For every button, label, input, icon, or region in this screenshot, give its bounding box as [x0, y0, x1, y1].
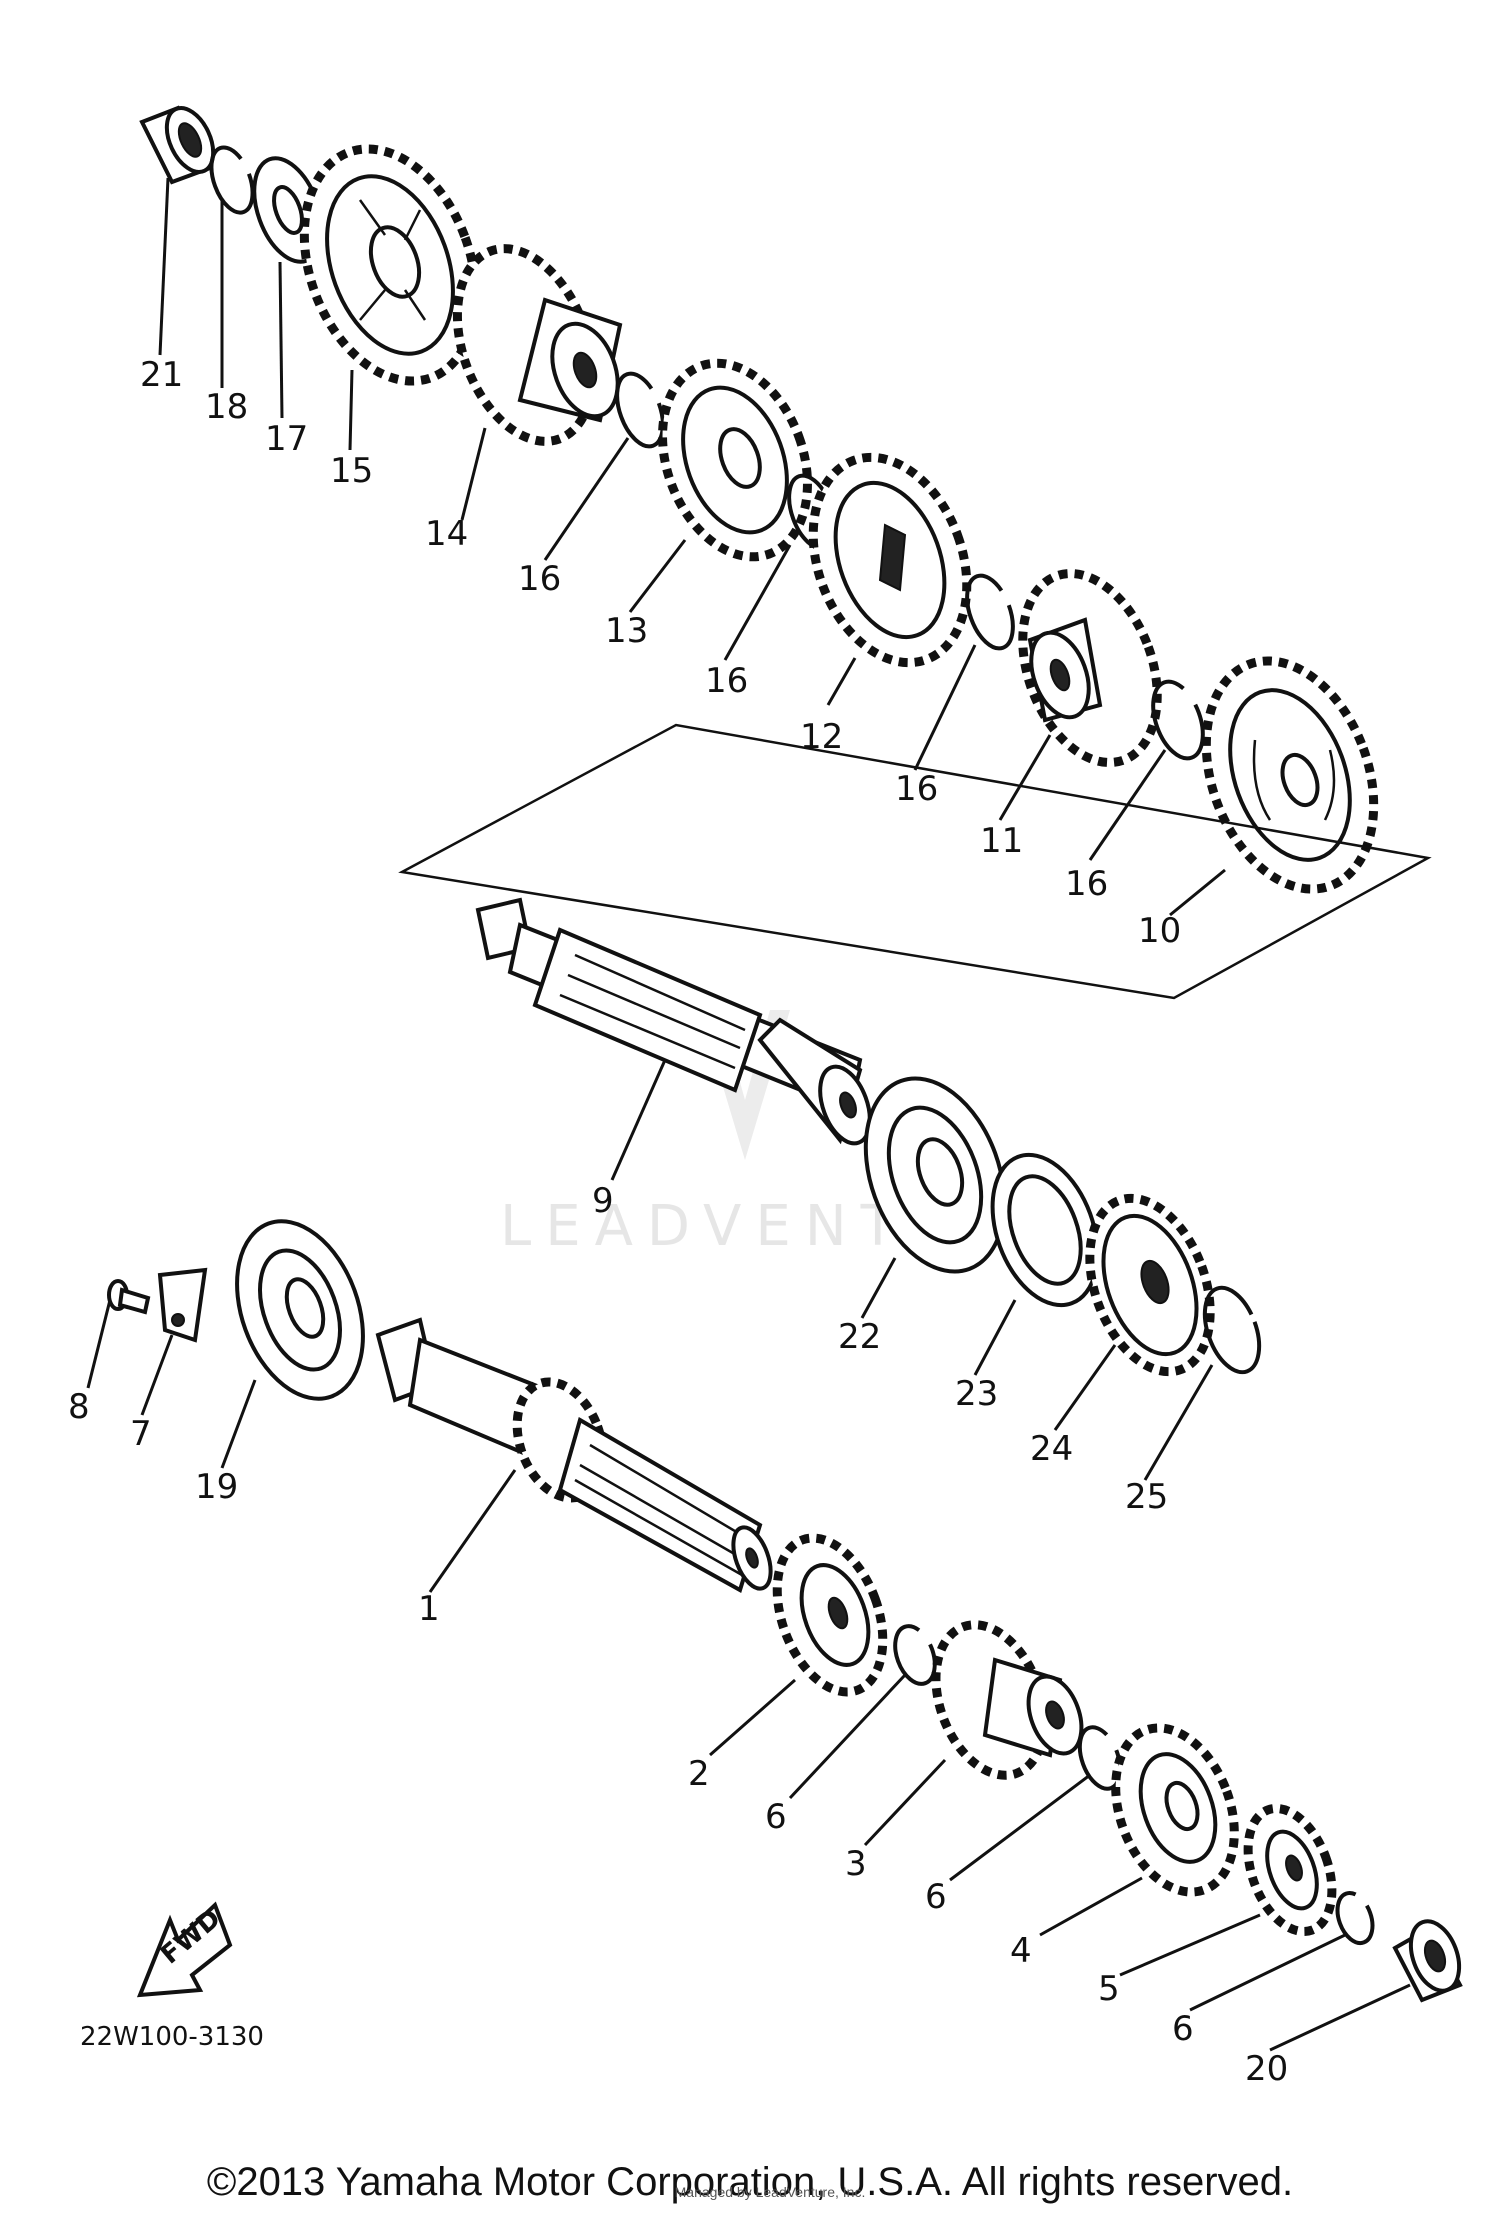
label-13: 13	[605, 611, 648, 651]
assembly-bracket	[398, 723, 1432, 1000]
part-13-gear[interactable]	[637, 343, 833, 577]
label-15: 15	[330, 451, 373, 491]
part-6-circlip-b[interactable]	[1072, 1722, 1128, 1794]
label-4: 4	[1010, 1931, 1032, 1971]
label-25: 25	[1125, 1477, 1168, 1517]
credit-text: Managed by LeadVenture, Inc.	[674, 2184, 866, 2200]
part-11-gear[interactable]	[998, 555, 1182, 782]
label-8: 8	[68, 1387, 90, 1427]
part-2-gear[interactable]	[758, 1523, 903, 1706]
leader-lines	[86, 177, 1411, 2052]
label-21: 21	[140, 355, 183, 395]
part-16-circlip-c[interactable]	[958, 569, 1022, 654]
part-18-circlip[interactable]	[203, 142, 260, 218]
label-16a: 16	[518, 559, 561, 599]
label-20: 20	[1245, 2049, 1288, 2089]
part-19-bearing[interactable]	[214, 1204, 386, 1417]
part-3-gear[interactable]	[916, 1610, 1091, 1791]
part-4-gear[interactable]	[1094, 1711, 1256, 1908]
part-8-bolt[interactable]	[107, 1279, 151, 1315]
part-12-gear[interactable]	[786, 436, 994, 684]
part-16-circlip-d[interactable]	[1144, 675, 1213, 765]
label-6a: 6	[765, 1797, 787, 1837]
part-6-circlip-a[interactable]	[888, 1621, 942, 1690]
label-2: 2	[688, 1754, 710, 1794]
label-12: 12	[800, 717, 843, 757]
label-6c: 6	[1172, 2009, 1194, 2049]
label-22: 22	[838, 1317, 881, 1357]
label-16d: 16	[1065, 864, 1108, 904]
label-16b: 16	[705, 661, 748, 701]
label-6b: 6	[925, 1877, 947, 1917]
label-3: 3	[845, 1844, 867, 1884]
part-10-gear[interactable]	[1176, 637, 1403, 912]
part-1-axle[interactable]	[375, 1317, 778, 1594]
label-7: 7	[130, 1414, 152, 1454]
label-19: 19	[195, 1467, 238, 1507]
label-17: 17	[265, 419, 308, 459]
label-16c: 16	[895, 769, 938, 809]
fwd-arrow: FWD	[136, 1901, 233, 1998]
label-11: 11	[980, 821, 1023, 861]
label-14: 14	[425, 514, 468, 554]
label-23: 23	[955, 1374, 998, 1414]
label-5: 5	[1098, 1969, 1120, 2009]
part-23-oil-seal[interactable]	[973, 1140, 1117, 1319]
part-25-circlip[interactable]	[1194, 1280, 1269, 1379]
part-9-shaft[interactable]	[475, 897, 879, 1150]
label-10: 10	[1138, 911, 1181, 951]
label-1: 1	[418, 1589, 440, 1629]
label-9: 9	[592, 1181, 614, 1221]
drawing-code: 22W100-3130	[80, 2022, 264, 2052]
part-24-sprocket[interactable]	[1068, 1182, 1233, 1389]
part-15-gear[interactable]	[274, 125, 506, 405]
part-22-bearing[interactable]	[841, 1059, 1030, 1291]
label-24: 24	[1030, 1429, 1073, 1469]
part-5-gear[interactable]	[1232, 1797, 1347, 1943]
part-14-gear[interactable]	[433, 230, 630, 460]
part-7-plate[interactable]	[157, 1267, 208, 1343]
part-number-labels: 21 18 17 15 14 16 13 16 12 16 11 16 10 9…	[68, 355, 1288, 2089]
part-16-circlip-a[interactable]	[608, 367, 672, 452]
label-18: 18	[205, 387, 248, 427]
copyright-footer: ©2013 Yamaha Motor Corporation, U.S.A. A…	[206, 2160, 1294, 2204]
part-6-circlip-c[interactable]	[1331, 1888, 1379, 1948]
part-20-bearing[interactable]	[1392, 1915, 1468, 2003]
